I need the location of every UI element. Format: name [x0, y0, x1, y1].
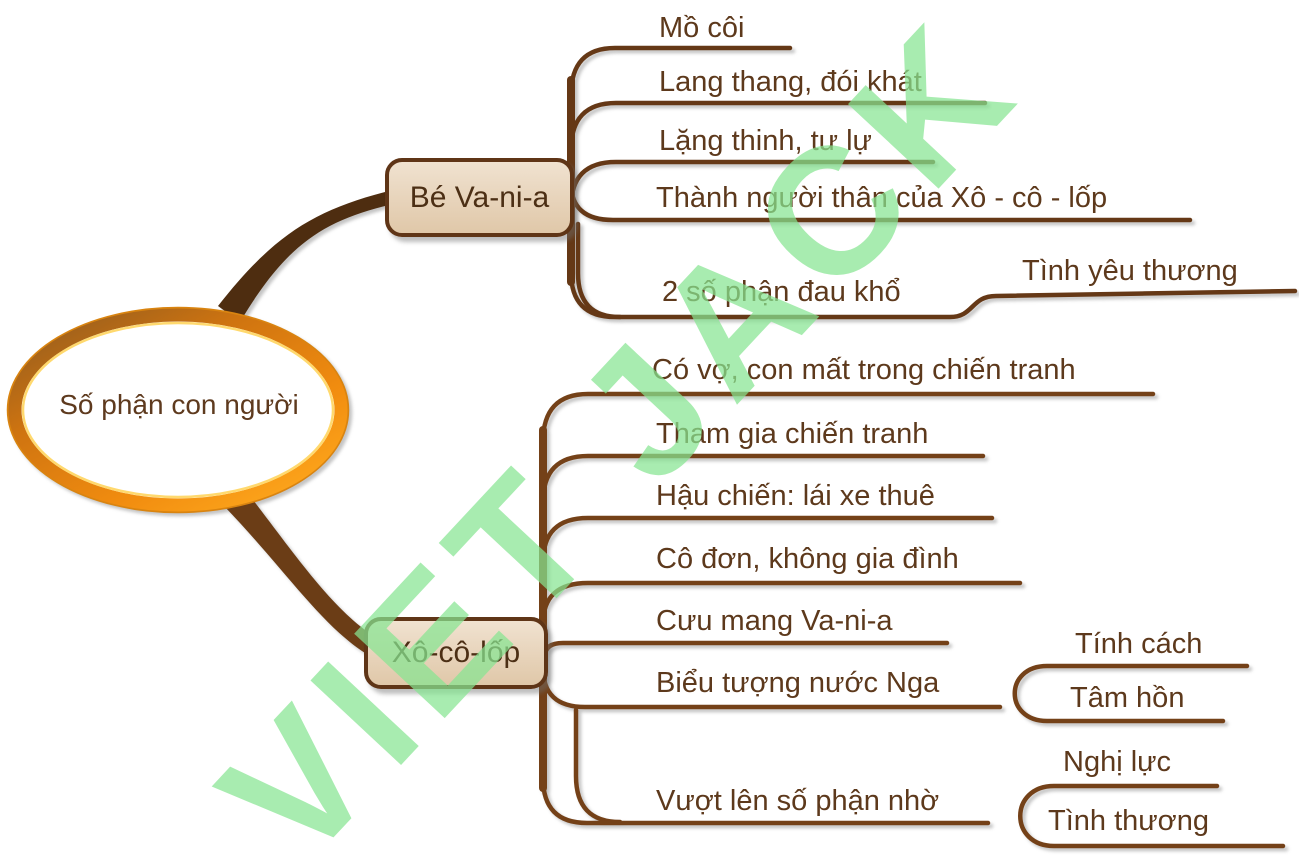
label-vuot-len: Vượt lên số phận nhờ — [656, 785, 940, 817]
label-tam-hon: Tâm hồn — [1070, 682, 1185, 714]
label-thanh-nguoi-than: Thành người thân của Xô - cô - lốp — [656, 182, 1108, 214]
label-mo-coi: Mồ côi — [659, 12, 745, 44]
central-topic-label: Số phận con người — [59, 389, 299, 420]
central-ellipse — [6, 306, 350, 514]
label-tham-gia: Tham gia chiến tranh — [656, 418, 929, 450]
label-co-vo: Có vợ, con mất trong chiến tranh — [652, 354, 1076, 386]
node-xo-co-lop: Xô-cô-lốp — [364, 617, 548, 689]
label-co-don: Cô đơn, không gia đình — [656, 543, 959, 575]
label-cuu-mang: Cưu mang Va-ni-a — [656, 605, 893, 637]
label-hau-chien: Hậu chiến: lái xe thuê — [656, 480, 935, 512]
label-tinh-cach: Tính cách — [1075, 628, 1203, 660]
label-2-so-phan: 2 số phận đau khổ — [662, 276, 901, 308]
branch-curve-top — [218, 192, 385, 322]
label-bieu-tuong: Biểu tượng nước Nga — [656, 667, 940, 699]
node-be-va-ni-a-label: Bé Va-ni-a — [409, 180, 550, 214]
node-be-va-ni-a: Bé Va-ni-a — [385, 158, 574, 237]
label-tinh-thuong: Tình thương — [1048, 805, 1209, 837]
label-lang-thang: Lang thang, đói khát — [659, 66, 922, 98]
label-tinh-yeu-thuong: Tình yêu thương — [1022, 255, 1238, 287]
label-nghi-luc: Nghị lực — [1063, 746, 1172, 778]
bottom-subbranch-lines — [539, 391, 1286, 849]
node-xo-co-lop-label: Xô-cô-lốp — [391, 636, 521, 669]
label-lang-thinh: Lặng thinh, tư lự — [659, 125, 872, 157]
branch-curve-bottom — [224, 492, 372, 653]
